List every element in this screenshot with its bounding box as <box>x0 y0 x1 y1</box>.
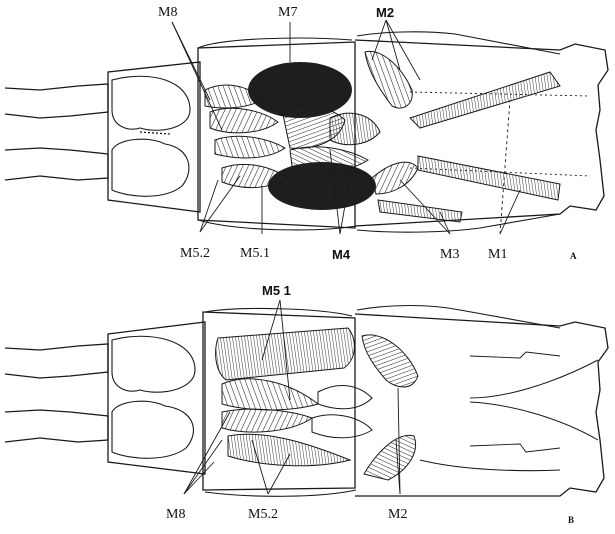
panel-a-label-m3: M3 <box>440 248 459 262</box>
panel-a-label-m2: M2 <box>376 6 394 19</box>
panel-a-label-m8: M8 <box>158 6 177 20</box>
panel-b-hatched-muscles <box>216 328 418 480</box>
panel-a-label-m5-2: M5.2 <box>180 247 210 261</box>
panel-a-label-m5-1: M5.1 <box>240 247 270 261</box>
panel-a-label-m1: M1 <box>488 248 507 262</box>
panel-b-label-m2: M2 <box>388 508 407 522</box>
panel-b-label-m5-2: M5.2 <box>248 508 278 522</box>
panel-b-label-m5-1: M5 1 <box>262 284 291 297</box>
panel-b-marker: B <box>568 516 574 525</box>
panel-a-label-m4: M4 <box>332 248 350 261</box>
panel-b-label-m8: M8 <box>166 508 185 522</box>
panel-a-marker: A <box>570 252 577 261</box>
panel-a-label-m7: M7 <box>278 6 297 20</box>
